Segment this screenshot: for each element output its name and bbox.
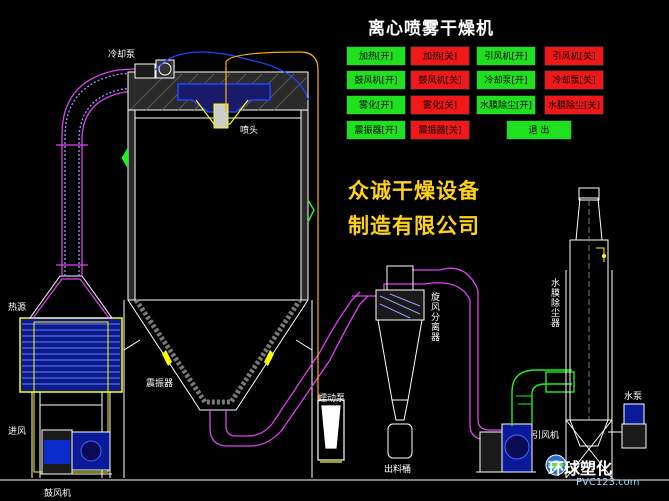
induced-fan [476, 423, 536, 473]
drying-chamber [121, 51, 369, 478]
feed-line [225, 51, 345, 463]
discharge-bucket-label: 出料桶 [384, 465, 412, 475]
nozzle-label: 喷头 [240, 126, 259, 136]
water-film-dust-label: 水膜除尘器 [549, 278, 559, 328]
watermark-brand: 环球塑化 [548, 459, 613, 478]
watermark-site: PVC123.com [576, 477, 640, 488]
blower [40, 429, 112, 475]
exit-button[interactable]: 退 出 [506, 120, 572, 140]
cooling-pump [134, 63, 156, 79]
atomize-off-button[interactable]: 雾化[关] [410, 95, 470, 115]
air-inlet-label: 进风 [8, 427, 27, 437]
discharge-bucket [387, 423, 413, 459]
company-name-line1: 众诚干燥设备 [348, 179, 480, 203]
heat-off-button[interactable]: 加热[关] [410, 46, 470, 66]
vibrator-left [162, 350, 172, 366]
cyclone-separator [352, 265, 510, 459]
hot-air-duct [56, 65, 176, 276]
vibrator-label: 震振器 [146, 379, 174, 389]
induced-fan-on-button[interactable]: 引风机[开] [476, 46, 536, 66]
watermark-logo [545, 454, 567, 476]
vibrator-right [264, 350, 274, 366]
water-pump [608, 403, 647, 449]
blower-label: 鼓风机 [44, 489, 72, 499]
cyclone-label: 旋风分离器 [429, 292, 439, 342]
cooling-pump-on-button[interactable]: 冷却泵[开] [476, 70, 536, 90]
induced-fan-label: 引风机 [532, 431, 560, 441]
atomize-on-button[interactable]: 雾化[开] [346, 95, 406, 115]
blower-off-button[interactable]: 鼓风机[关] [410, 70, 470, 90]
vibrator-off-button[interactable]: 震振器[关] [410, 120, 470, 140]
heat-on-button[interactable]: 加热[开] [346, 46, 406, 66]
peristaltic-pump-label: 蠕动泵 [318, 394, 346, 404]
page-title: 离心喷雾干燥机 [368, 19, 494, 39]
company-name-line2: 制造有限公司 [348, 214, 480, 238]
water-pump-label: 水泵 [624, 392, 643, 402]
heat-source-label: 热源 [8, 303, 27, 313]
vibrator-on-button[interactable]: 震振器[开] [346, 120, 406, 140]
water-film-off-button[interactable]: 水膜除尘[关] [544, 95, 604, 115]
water-film-on-button[interactable]: 水膜除尘[开] [476, 95, 536, 115]
cooling-pump-label: 冷却泵 [108, 50, 136, 60]
induced-fan-off-button[interactable]: 引风机[关] [544, 46, 604, 66]
water-film-dust-collector [511, 187, 613, 479]
cooling-pump-off-button[interactable]: 冷却泵[关] [544, 70, 604, 90]
blower-on-button[interactable]: 鼓风机[开] [346, 70, 406, 90]
